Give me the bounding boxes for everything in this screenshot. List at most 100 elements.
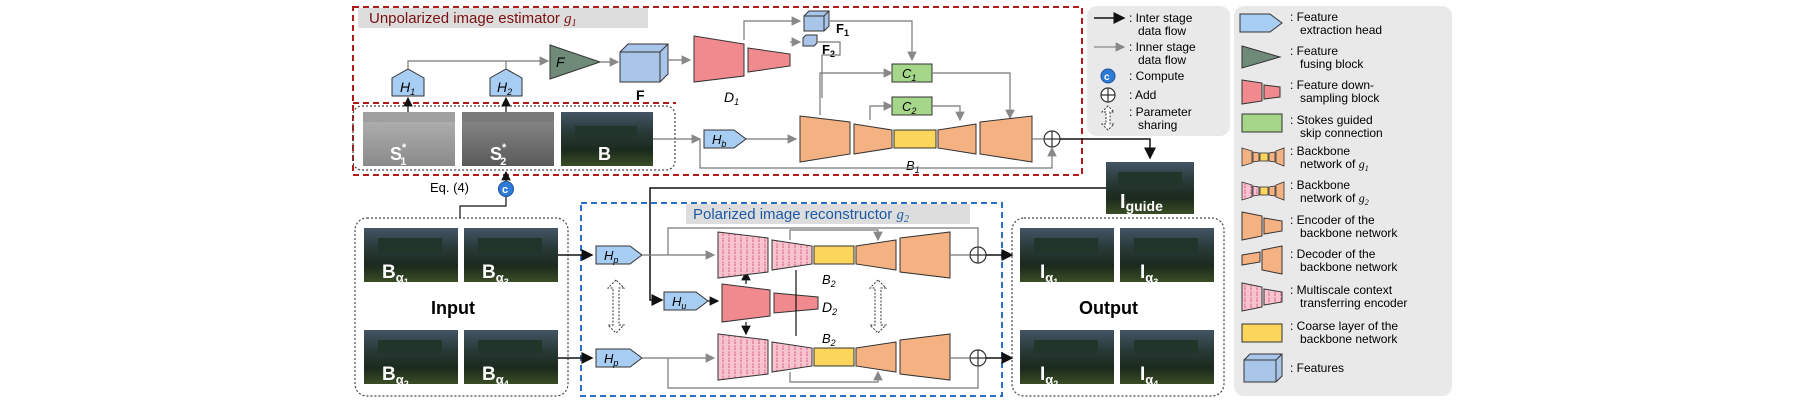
reconstructor-title: Polarized image reconstructor g2	[693, 206, 909, 225]
guide-image: Iguide	[1106, 162, 1194, 214]
output-label: Output	[1079, 298, 1138, 318]
feature-cube-f2: F2	[802, 34, 835, 59]
flow-add-to-guide	[1060, 138, 1156, 160]
backbone-b1: B1	[799, 115, 1033, 175]
flow-f1-to-c1	[829, 20, 917, 62]
estimator-title: Unpolarized image estimator g1	[369, 10, 577, 29]
svg-text:H2: H2	[497, 79, 512, 97]
downsampling-d1: D1	[693, 35, 791, 107]
stokes-image-s1: S*1	[363, 112, 455, 168]
output-image-3: Iα3	[1120, 228, 1214, 287]
svg-text:Iguide: Iguide	[1120, 191, 1163, 214]
legend-add: : Add	[1100, 87, 1156, 103]
svg-text:S*2: S*2	[490, 142, 507, 168]
input-image-4: Bα4	[464, 330, 558, 389]
eq-label: Eq. (4)	[430, 180, 469, 195]
flow-input-to-compute	[459, 197, 507, 218]
svg-text:Iα2: Iα2	[1040, 364, 1058, 389]
add-b1	[1043, 130, 1061, 148]
svg-text:C2: C2	[902, 99, 916, 116]
svg-text:D1: D1	[724, 89, 739, 107]
reconstructor-title-bg	[686, 204, 970, 224]
head-h2: H2	[489, 68, 523, 97]
svg-text:S*1: S*1	[390, 142, 407, 168]
flow-h1-to-fuse	[407, 56, 550, 69]
svg-text:Iα1: Iα1	[1040, 262, 1058, 287]
input-image-1: Bα1	[364, 228, 458, 287]
svg-text:: Compute: : Compute	[1129, 69, 1185, 83]
head-hp-bottom: Hp	[595, 348, 643, 368]
head-hu: Hu	[663, 291, 709, 311]
downsampling-d2: D2	[721, 283, 837, 323]
reconstructor-frame	[580, 202, 1003, 397]
stokes-images-group	[352, 105, 676, 171]
flow-residual	[699, 139, 1057, 169]
svg-text:Iα4: Iα4	[1140, 364, 1158, 389]
flow-c2-to-dec	[932, 105, 965, 122]
svg-text:: Feature down-sampling block: : Feature down-sampling block	[1290, 78, 1380, 105]
svg-text:H1: H1	[400, 79, 415, 97]
flow-c1-to-dec	[932, 72, 1015, 120]
flow-enc-to-c1	[819, 68, 894, 115]
svg-text:c: c	[502, 184, 508, 196]
skip-c1: C1	[891, 63, 933, 83]
stokes-image-s2: S*2	[462, 112, 554, 168]
fusing-block: F	[549, 44, 602, 80]
head-hb: Hb	[703, 129, 747, 149]
svg-text:Hp: Hp	[604, 248, 618, 265]
add-top	[969, 246, 987, 264]
skip-c2: C2	[891, 96, 933, 116]
flow-d1-to-f1	[743, 16, 802, 40]
svg-text:c: c	[1104, 72, 1110, 83]
head-h1: H1	[391, 68, 425, 97]
svg-text:Hp: Hp	[604, 351, 618, 368]
flow-guide-to-hu	[649, 187, 1106, 306]
legend-feature-downsampling: : Feature down-sampling block	[1241, 78, 1380, 105]
svg-text:F: F	[556, 54, 566, 70]
svg-text:Bα1: Bα1	[382, 262, 409, 287]
skip-top	[789, 229, 883, 242]
input-label: Input	[431, 298, 475, 318]
compute-circle: c	[498, 181, 514, 197]
skip-bottom	[789, 370, 883, 383]
svg-text:B2: B2	[822, 272, 836, 289]
input-image-3: Bα3	[464, 228, 558, 287]
head-hp-top: Hp	[595, 245, 643, 265]
input-image-2: Bα2	[364, 330, 458, 389]
svg-text:Bα4: Bα4	[482, 364, 509, 389]
svg-text:B2: B2	[822, 331, 836, 348]
svg-text:C1: C1	[902, 66, 916, 83]
legend-flows-panel	[1087, 6, 1230, 136]
feature-cube-f1: F1	[803, 10, 849, 38]
svg-text:Bα2: Bα2	[382, 364, 409, 389]
flow-residual-bottom	[667, 358, 979, 389]
output-image-2: Iα2	[1020, 330, 1114, 389]
svg-text:B1: B1	[906, 158, 920, 175]
svg-text:F1: F1	[836, 21, 849, 38]
flow-residual-top	[667, 227, 979, 255]
output-image-1: Iα1	[1020, 228, 1114, 287]
parameter-sharing-left	[606, 279, 626, 334]
svg-text:B: B	[598, 144, 611, 164]
svg-text:D2: D2	[822, 299, 837, 317]
backbone-b2-bottom: B2	[717, 331, 951, 381]
